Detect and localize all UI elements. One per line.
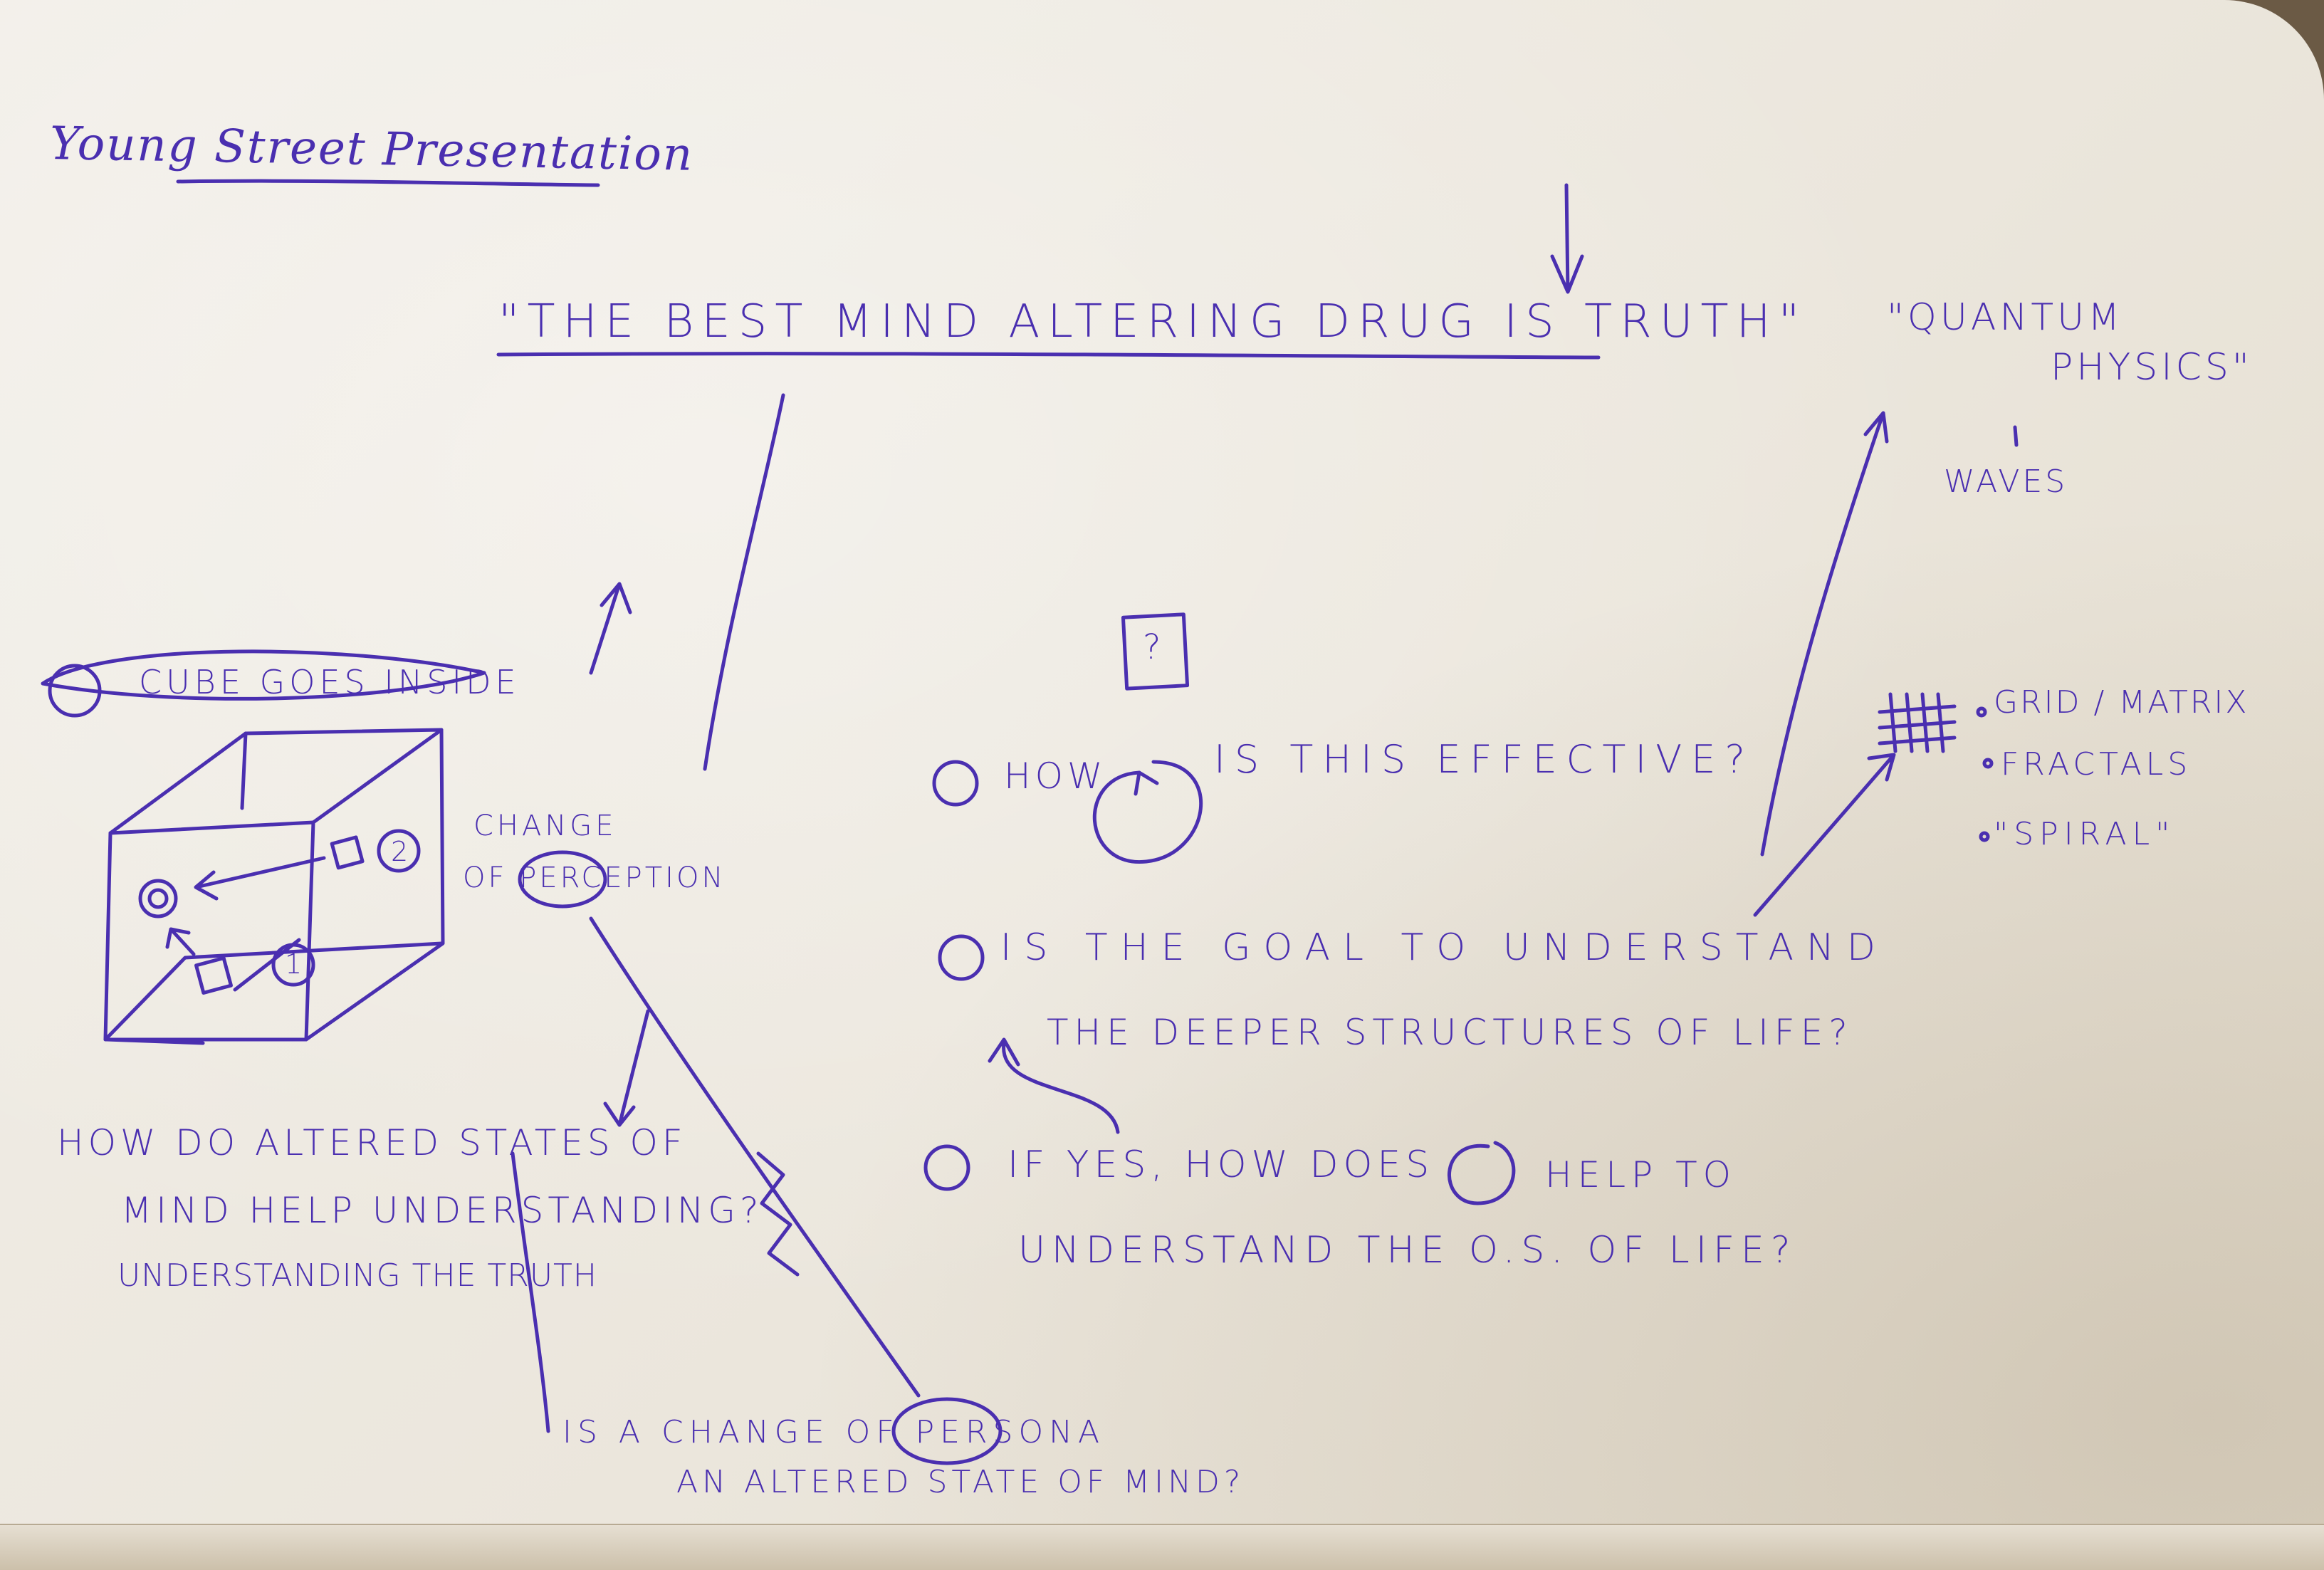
persona-circle-icon (891, 1397, 1003, 1465)
grid-hash-icon (1878, 692, 1957, 753)
cycle-arrow-icon (1093, 760, 1203, 864)
quantum-label: "QUANTUM (1887, 296, 2124, 339)
q2-line1: IS THE GOAL TO UNDERSTAND (1000, 926, 1888, 969)
page-heading: Young Street Presentation (49, 117, 694, 182)
q3-line1-b: HELP TO (1545, 1154, 1737, 1195)
persona-line2: AN ALTERED STATE OF MIND? (676, 1464, 1245, 1500)
altered-line1: HOW DO ALTERED STATES OF (57, 1122, 687, 1163)
long-arrow-icon (1753, 753, 1896, 917)
down-arrow-icon (1550, 183, 1584, 294)
quote-text: "THE BEST MIND ALTERING DRUG IS TRUTH" (498, 295, 1808, 348)
quote-underline (496, 352, 1601, 360)
q1-effective: IS THIS EFFECTIVE? (1214, 737, 1755, 782)
cube-note-outline (41, 649, 486, 701)
circled-two-icon (938, 934, 985, 981)
altered-line2: MIND HELP UNDERSTANDING? (121, 1190, 763, 1231)
connector-line (603, 1009, 650, 1127)
cube-drawing-icon (103, 728, 445, 1045)
persona-line1: IS A CHANGE OF PERSONA (562, 1414, 1106, 1450)
zigzag-line (756, 1151, 800, 1277)
connector-line (703, 393, 785, 771)
bullet-icon (1982, 758, 1994, 769)
grid-item-fractals: FRACTALS (2001, 746, 2192, 783)
q3-line1-a: IF YES, HOW DOES (1007, 1144, 1435, 1186)
question-box-icon (1121, 612, 1190, 691)
altered-line3: UNDERSTANDING THE TRUTH (117, 1257, 597, 1294)
cube-label-2: 2 (391, 836, 409, 867)
perception-circle-icon (518, 850, 607, 909)
connector-line (511, 1151, 550, 1433)
connector-line (589, 916, 921, 1398)
q3-line2: UNDERSTAND THE O.S. OF LIFE? (1018, 1229, 1797, 1272)
q2-line2: THE DEEPER STRUCTURES OF LIFE? (1047, 1012, 1853, 1053)
cube-label-1: 1 (285, 948, 303, 980)
long-arrow-icon (1760, 411, 1889, 857)
physics-label: PHYSICS" (2051, 346, 2253, 389)
bullet-icon (1976, 706, 1987, 718)
cycle-arrow-icon (1447, 1141, 1516, 1205)
circled-one-icon (932, 760, 979, 807)
grid-item-grid-matrix: GRID / MATRIX (1994, 684, 2249, 721)
question-mark: ? (1143, 627, 1161, 667)
circled-three-icon (923, 1144, 970, 1191)
change-label: CHANGE (473, 810, 617, 842)
grid-item-spiral: "SPIRAL" (1994, 816, 2176, 852)
page-edge (0, 1524, 2324, 1570)
heading-underline (176, 179, 600, 187)
bullet-icon (1979, 831, 1990, 842)
down-tick-icon (2013, 425, 2019, 447)
perception-label: OF PERCEPTION (463, 862, 726, 894)
cube-note: CUBE GOES INSIDE (139, 663, 520, 701)
q1-how: HOW (1004, 755, 1107, 797)
curved-arrow-icon (988, 1037, 1120, 1134)
up-arrow-icon (589, 582, 632, 675)
waves-label: WAVES (1944, 464, 2068, 500)
